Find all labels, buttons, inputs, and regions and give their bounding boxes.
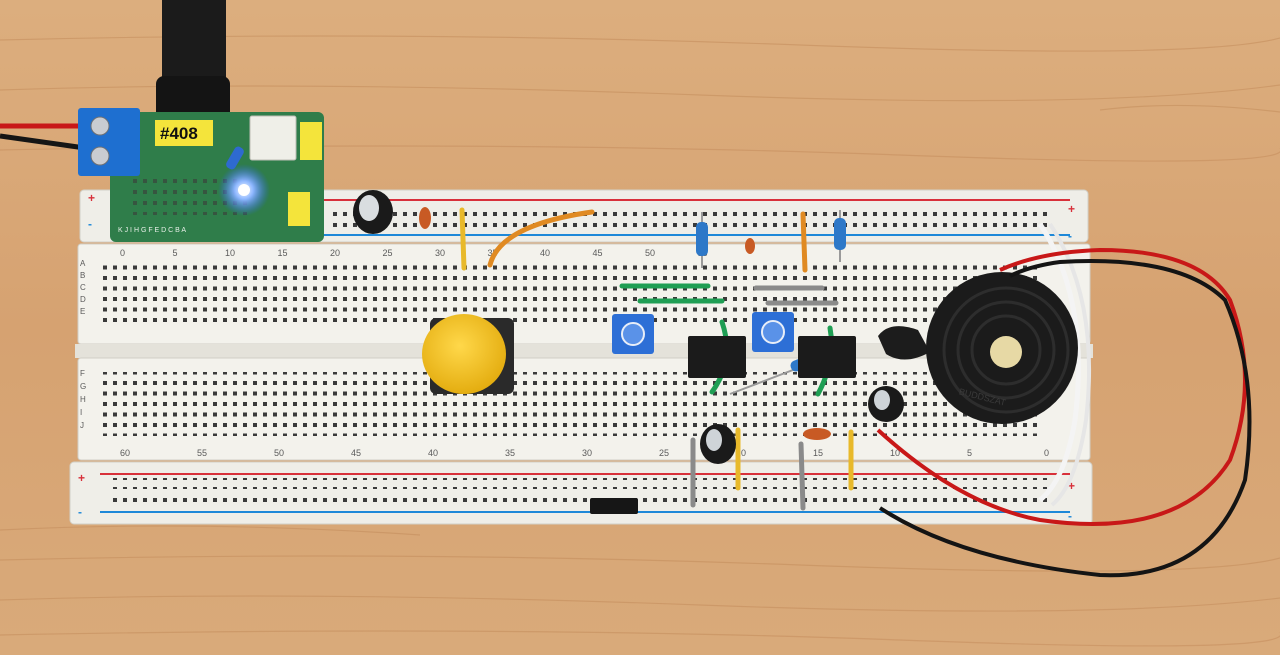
piezo-buzzer <box>878 272 1078 424</box>
ceramic-capacitor-3 <box>803 428 831 440</box>
col-label-top-25: 25 <box>383 248 393 258</box>
col-label-top-10: 10 <box>225 248 235 258</box>
bottom-rail-minus-right: - <box>1068 509 1072 523</box>
screw-terminal-screw-2 <box>90 146 110 166</box>
blue-led <box>238 184 250 196</box>
jumper-gray-4 <box>798 441 806 511</box>
wire-black-long <box>878 259 1252 578</box>
col-label-top-45: 45 <box>593 248 603 258</box>
trimmer-potentiometer-1 <box>612 314 654 354</box>
row-label-a: A <box>80 259 86 268</box>
module-resistor <box>226 146 244 170</box>
buzzer-wire-white-2 <box>1048 222 1092 507</box>
col-label-top-5: 5 <box>173 248 178 258</box>
col-label-top-15: 15 <box>278 248 288 258</box>
col-label-top-30: 30 <box>435 248 445 258</box>
ic-chip-2 <box>798 336 856 378</box>
row-label-f: F <box>80 369 85 378</box>
barrel-jack-cable <box>162 0 226 78</box>
col-label-top-0: 0 <box>120 248 125 258</box>
jumper-orange-2 <box>800 211 808 273</box>
input-wire-black <box>0 133 86 151</box>
col-label-top-40: 40 <box>540 248 550 258</box>
row-label-c: C <box>80 283 86 292</box>
electrolytic-capacitor-large <box>353 190 393 234</box>
top-rail-minus-left: - <box>88 217 92 231</box>
power-supply-module: K J I H G F E D C B A #408 <box>78 108 324 242</box>
bottom-rail-plus-right: + <box>1068 479 1075 493</box>
buzzer-wire-white-1 <box>1037 222 1081 502</box>
row-label-h: H <box>80 395 86 404</box>
wire-red-long <box>876 247 1247 526</box>
terminal-holes-top <box>100 262 1040 324</box>
jumper-orange-arc <box>487 209 595 268</box>
row-label-b: B <box>80 271 85 280</box>
top-rail-plus-left: + <box>88 191 95 205</box>
trimmer-potentiometer-2 <box>752 312 794 352</box>
col-label-bottom-15: 15 <box>813 448 823 458</box>
col-label-bottom-55: 55 <box>197 448 207 458</box>
bottom-rail-minus-left: - <box>78 505 82 519</box>
row-label-i: I <box>80 408 82 417</box>
bottom-rail-holes-1 <box>110 478 1050 489</box>
plus-sticker-top <box>300 122 322 160</box>
plus-sticker-bottom <box>288 192 310 226</box>
row-label-g: G <box>80 382 86 391</box>
electrolytic-capacitor-small-1 <box>700 424 736 464</box>
col-label-top-20: 20 <box>330 248 340 258</box>
top-rail-minus-right: - <box>1068 229 1072 243</box>
col-label-bottom-10: 10 <box>890 448 900 458</box>
top-rail-plus-right: + <box>1068 202 1075 216</box>
col-label-bottom-60: 60 <box>120 448 130 458</box>
resistor-1 <box>696 212 708 268</box>
resistor-2 <box>834 210 846 262</box>
row-label-d: D <box>80 295 86 304</box>
col-label-bottom-0: 0 <box>1044 448 1049 458</box>
col-label-bottom-50: 50 <box>274 448 284 458</box>
col-label-bottom-5: 5 <box>967 448 972 458</box>
screw-terminal-screw-1 <box>90 116 110 136</box>
col-label-top-50: 50 <box>645 248 655 258</box>
jst-connector <box>249 115 297 161</box>
screw-terminal <box>78 108 140 176</box>
col-label-bottom-25: 25 <box>659 448 669 458</box>
header-pins <box>590 498 638 514</box>
module-tag-label <box>155 120 213 146</box>
electrolytic-capacitor-small-2 <box>868 386 904 422</box>
ceramic-capacitor-2 <box>745 238 755 254</box>
jumper-yellow-1 <box>459 207 467 271</box>
top-rail-holes-1 <box>330 205 1050 216</box>
col-label-bottom-35: 35 <box>505 448 515 458</box>
bottom-rail-holes-2 <box>110 493 1050 504</box>
top-rail-holes-2 <box>330 219 1050 230</box>
push-button <box>422 314 514 394</box>
col-label-bottom-40: 40 <box>428 448 438 458</box>
col-label-bottom-45: 45 <box>351 448 361 458</box>
bottom-rail-plus-left: + <box>78 471 85 485</box>
col-label-bottom-20: 20 <box>736 448 746 458</box>
row-label-j: J <box>80 421 84 430</box>
module-tag-text: #408 <box>160 124 198 143</box>
row-label-e: E <box>80 307 85 316</box>
ceramic-capacitor-1 <box>419 207 431 229</box>
pcb-row-letters: K J I H G F E D C B A <box>118 227 186 234</box>
col-label-bottom-30: 30 <box>582 448 592 458</box>
ic-chip-1 <box>688 336 746 378</box>
breadboard <box>69 189 1093 525</box>
